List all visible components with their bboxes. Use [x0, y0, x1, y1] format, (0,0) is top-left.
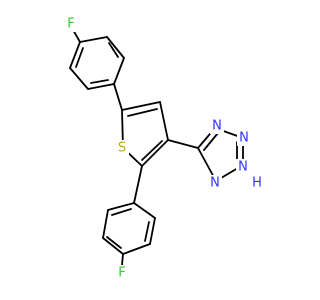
label-mask [250, 175, 264, 191]
double-bond [203, 132, 219, 151]
double-bond [127, 108, 158, 117]
bond [87, 83, 115, 90]
label-mask [64, 16, 78, 32]
label-mask [115, 140, 129, 156]
thiophene-ring [121, 101, 169, 167]
bond [113, 57, 125, 85]
bond [133, 202, 156, 219]
structure-drawing: F S N N N N H F [64, 16, 264, 281]
double-bond [75, 47, 84, 68]
nitrogen-atom-label: N [238, 160, 248, 175]
fluorine-atom-label-top: F [67, 17, 74, 32]
double-bond [111, 208, 132, 216]
nitrogen-atom-label: N [239, 131, 249, 146]
double-bond [108, 42, 119, 58]
bond [69, 41, 81, 69]
bond [102, 209, 109, 239]
ring-link-bond-bottom [133, 165, 143, 204]
upper-fluorophenyl-ring [69, 36, 125, 90]
bond [69, 67, 89, 90]
bond [102, 237, 124, 255]
bond [121, 101, 161, 111]
double-bond [106, 236, 122, 249]
label-mask [237, 130, 251, 146]
label-mask [115, 265, 129, 281]
double-bond [144, 221, 150, 242]
label-mask [236, 159, 250, 175]
double-bond [141, 140, 163, 161]
fluorine-atom-label-bottom: F [118, 266, 125, 281]
label-mask [210, 118, 224, 134]
label-mask [208, 175, 222, 191]
lower-fluorophenyl-ring [102, 202, 156, 255]
bond [107, 202, 135, 211]
bond [122, 243, 151, 255]
hydrogen-atom-label: H [252, 176, 262, 191]
double-bond [90, 79, 109, 84]
sulfur-atom-label: S [118, 141, 126, 156]
bond [79, 36, 108, 43]
bond [149, 217, 156, 245]
bond [106, 36, 125, 59]
bond [159, 101, 169, 141]
bond [141, 139, 169, 167]
nitrogen-atom-label: N [212, 119, 222, 134]
molecule-diagram: F S N N N N H F [64, 16, 264, 281]
ring-link-bond-top [113, 83, 123, 111]
ring-link-bond-tetrazole [167, 139, 199, 149]
nitrogen-atom-label-nh: N [210, 176, 220, 191]
c-f-bond-bottom [121, 253, 124, 266]
